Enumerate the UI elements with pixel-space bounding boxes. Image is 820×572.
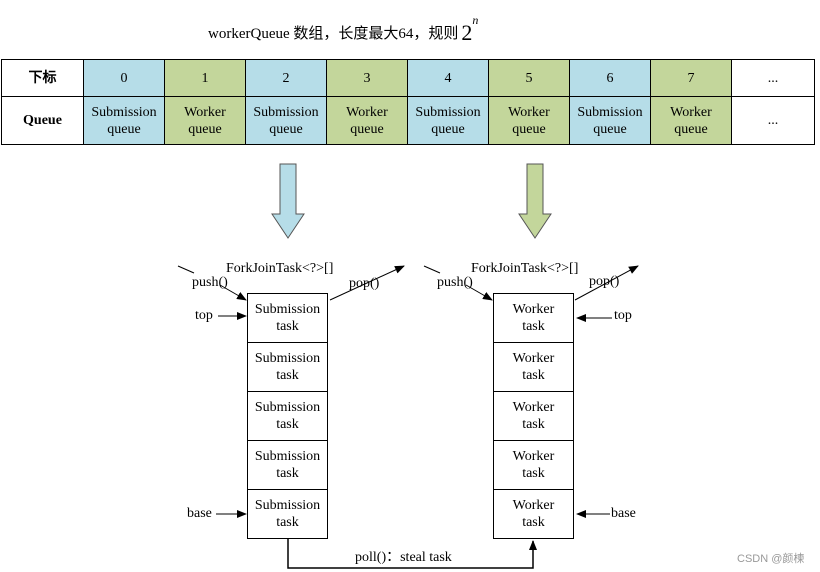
left-pop-arrow: [329, 265, 405, 301]
index-row-header: 下标: [1, 59, 84, 97]
index-cell: 7: [650, 59, 732, 97]
left-push-arrow: [219, 284, 247, 301]
index-cell: 1: [164, 59, 246, 97]
steal-task-label: poll()：steal task: [355, 550, 452, 565]
steal-poll-arrow: [287, 539, 537, 569]
worker-queue-down-arrow: [518, 163, 552, 239]
left-title-tick: [177, 265, 195, 274]
title-power-exponent: n: [472, 13, 479, 27]
left-pop-label: pop(): [349, 276, 380, 291]
index-cell: ...: [731, 59, 815, 97]
left-stack-title: ForkJoinTask<?>[]: [226, 261, 334, 276]
right-pop-arrow: [574, 265, 639, 301]
index-cell: 2: [245, 59, 327, 97]
queue-row-header: Queue: [1, 96, 84, 145]
right-push-arrow: [465, 284, 493, 301]
index-row: 下标 0 1 2 3 4 5 6 7 ...: [1, 59, 815, 97]
title-power-base: 2: [461, 20, 473, 45]
left-base-label: base: [187, 506, 212, 521]
queue-cell: ...: [731, 96, 815, 145]
right-title-tick: [423, 265, 441, 274]
submission-queue-down-arrow: [271, 163, 305, 239]
index-cell: 0: [83, 59, 165, 97]
left-top-label: top: [195, 308, 213, 323]
right-stack-title: ForkJoinTask<?>[]: [471, 261, 579, 276]
index-cell: 6: [569, 59, 651, 97]
index-cell: 3: [326, 59, 408, 97]
right-top-label: top: [614, 308, 632, 323]
left-push-label: push(): [192, 275, 228, 290]
index-cell: 4: [407, 59, 489, 97]
watermark: CSDN @颜楝: [737, 553, 805, 565]
right-pop-label: pop(): [589, 274, 620, 289]
right-base-label: base: [611, 506, 636, 521]
right-push-label: push(): [437, 275, 473, 290]
